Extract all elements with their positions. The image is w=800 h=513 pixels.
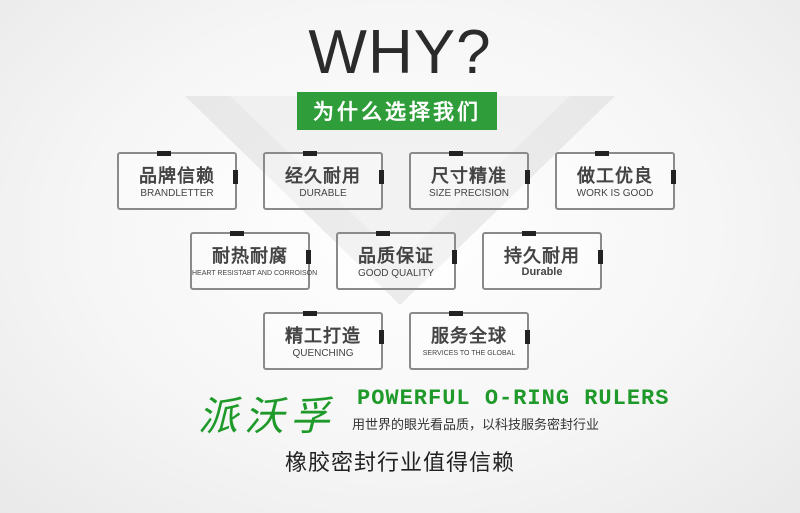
corner-tab xyxy=(230,231,244,236)
section-banner: 为什么选择我们 xyxy=(297,92,497,130)
corner-tab xyxy=(233,170,238,184)
card-subtitle: BRANDLETTER xyxy=(140,188,214,199)
card-title: 做工优良 xyxy=(577,166,653,187)
card-subtitle: SIZE PRECISION xyxy=(428,188,509,199)
feature-card-quality: 品质保证 GOOD QUALITY xyxy=(336,231,457,290)
card-subtitle: WORK IS GOOD xyxy=(576,188,654,199)
card-title: 服务全球 xyxy=(431,326,507,347)
card-title: 持久耐用 xyxy=(504,246,580,267)
corner-tab xyxy=(598,250,603,264)
corner-tab xyxy=(595,151,609,156)
card-title: 品牌信赖 xyxy=(139,166,215,187)
footer-statement: 橡胶密封行业值得信赖 xyxy=(284,451,515,476)
corner-tab xyxy=(525,330,530,344)
brand-name: 派沃孚 xyxy=(198,394,336,440)
corner-tab xyxy=(306,250,311,264)
feature-card-brand: 品牌信赖 BRANDLETTER xyxy=(117,151,238,210)
card-title: 品质保证 xyxy=(358,246,434,267)
card-title: 耐热耐腐 xyxy=(212,246,288,267)
feature-card-heat-resistance: 耐热耐腐 HEART RESISTABT AND CORROISON xyxy=(190,231,318,290)
feature-card-workmanship: 做工优良 WORK IS GOOD xyxy=(555,151,676,210)
corner-tab xyxy=(376,231,390,236)
corner-tab xyxy=(449,311,463,316)
feature-card-long-lasting: 持久耐用 Durable xyxy=(482,231,603,290)
corner-tab xyxy=(671,170,676,184)
card-subtitle: QUENCHING xyxy=(292,348,354,359)
corner-tab xyxy=(449,151,463,156)
card-subtitle: HEART RESISTABT AND CORROISON xyxy=(192,270,318,277)
card-title: 经久耐用 xyxy=(285,166,361,187)
card-subtitle: GOOD QUALITY xyxy=(357,268,435,279)
corner-tab xyxy=(157,151,171,156)
corner-tab xyxy=(525,170,530,184)
card-title: 精工打造 xyxy=(285,326,361,347)
feature-card-global-service: 服务全球 SERVICES TO THE GLOBAL xyxy=(409,311,530,370)
corner-tab xyxy=(522,231,536,236)
corner-tab xyxy=(379,170,384,184)
card-title: 尺寸精准 xyxy=(431,166,507,187)
feature-card-durable: 经久耐用 DURABLE xyxy=(263,151,384,210)
corner-tab xyxy=(303,311,317,316)
card-subtitle: SERVICES TO THE GLOBAL xyxy=(422,350,516,357)
corner-tab xyxy=(303,151,317,156)
corner-tab xyxy=(379,330,384,344)
card-subtitle: Durable xyxy=(521,266,563,278)
feature-card-size-precision: 尺寸精准 SIZE PRECISION xyxy=(409,151,530,210)
brand-tagline: POWERFUL O-RING RULERS xyxy=(357,386,670,411)
brand-slogan: 用世界的眼光看品质，以科技服务密封行业 xyxy=(352,418,600,433)
feature-card-precision-craft: 精工打造 QUENCHING xyxy=(263,311,384,370)
card-subtitle: DURABLE xyxy=(299,188,347,199)
headline: WHY? xyxy=(308,18,492,87)
corner-tab xyxy=(452,250,457,264)
